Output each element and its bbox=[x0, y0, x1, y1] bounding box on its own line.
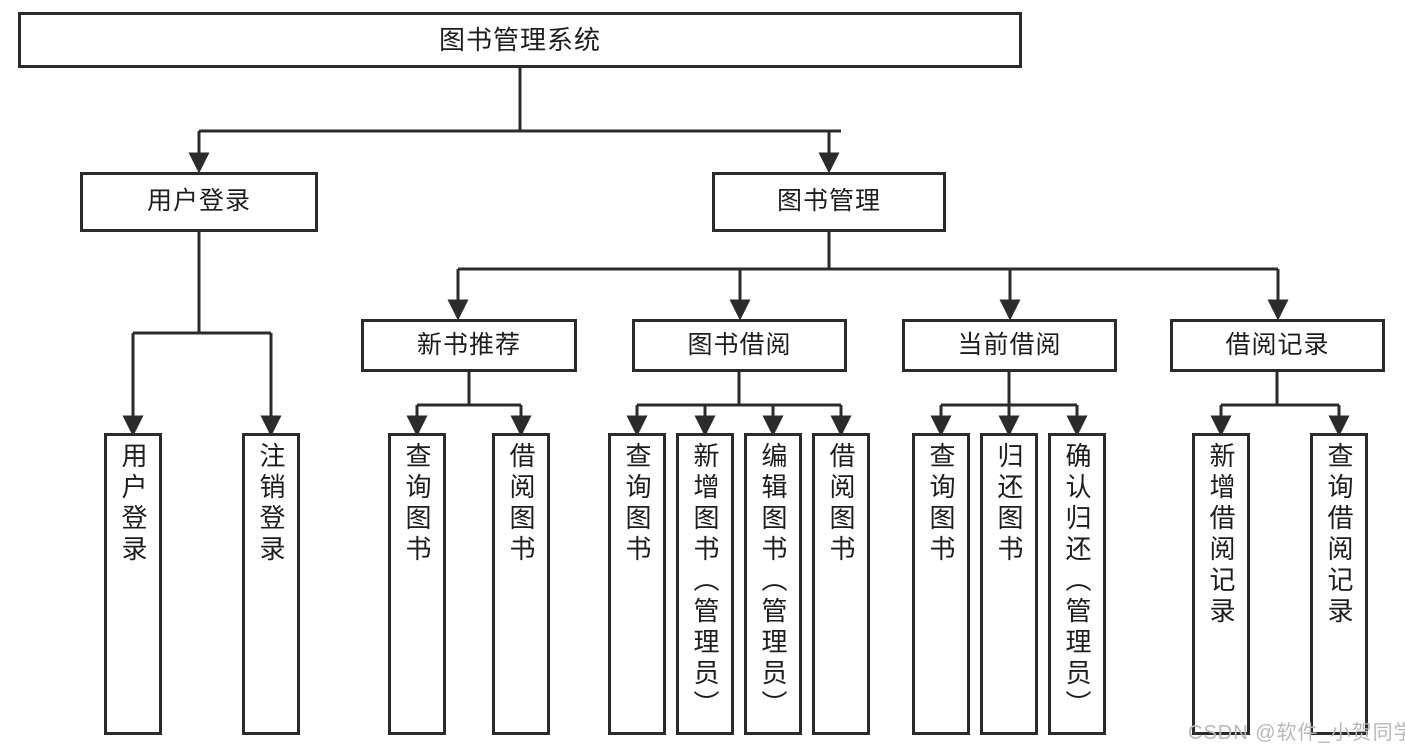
leaf-label: 用户登录 bbox=[118, 442, 148, 566]
leaf-record-add-record[interactable]: 新增借阅记录 bbox=[1192, 433, 1250, 735]
leaf-borrow-add-book-admin[interactable]: 新增图书（管理员） bbox=[676, 433, 734, 735]
leaf-label: 确认归还（管理员） bbox=[1062, 442, 1092, 721]
leaf-borrow-borrow-book[interactable]: 借阅图书 bbox=[812, 433, 870, 735]
leaf-user-login-signin[interactable]: 用户登录 bbox=[104, 433, 162, 735]
node-new-book-recommend[interactable]: 新书推荐 bbox=[361, 319, 577, 372]
leaf-borrow-query-book[interactable]: 查询图书 bbox=[608, 433, 666, 735]
leaf-borrow-edit-book-admin[interactable]: 编辑图书（管理员） bbox=[744, 433, 802, 735]
leaf-recommend-query-book[interactable]: 查询图书 bbox=[388, 433, 446, 735]
leaf-label: 新增借阅记录 bbox=[1206, 442, 1236, 628]
node-user-login[interactable]: 用户登录 bbox=[80, 172, 318, 232]
leaf-label: 查询图书 bbox=[402, 442, 432, 566]
node-book-management[interactable]: 图书管理 bbox=[712, 172, 946, 232]
leaf-label: 注销登录 bbox=[256, 442, 286, 566]
csdn-watermark: CSDN @软件_小贺同学 bbox=[1188, 722, 1405, 744]
leaf-recommend-borrow-book[interactable]: 借阅图书 bbox=[492, 433, 550, 735]
node-book-borrow[interactable]: 图书借阅 bbox=[632, 319, 847, 372]
leaf-label: 归还图书 bbox=[994, 442, 1024, 566]
node-current-borrow[interactable]: 当前借阅 bbox=[902, 319, 1117, 372]
leaf-label: 借阅图书 bbox=[506, 442, 536, 566]
leaf-record-query-record[interactable]: 查询借阅记录 bbox=[1310, 433, 1368, 735]
leaf-label: 新增图书（管理员） bbox=[690, 442, 720, 721]
node-borrow-record[interactable]: 借阅记录 bbox=[1170, 319, 1385, 372]
leaf-label: 查询借阅记录 bbox=[1324, 442, 1354, 628]
leaf-current-confirm-return-admin[interactable]: 确认归还（管理员） bbox=[1048, 433, 1106, 735]
leaf-label: 查询图书 bbox=[622, 442, 652, 566]
leaf-user-login-signout[interactable]: 注销登录 bbox=[242, 433, 300, 735]
node-root-system[interactable]: 图书管理系统 bbox=[18, 12, 1022, 68]
leaf-current-query-book[interactable]: 查询图书 bbox=[912, 433, 970, 735]
leaf-label: 编辑图书（管理员） bbox=[758, 442, 788, 721]
leaf-current-return-book[interactable]: 归还图书 bbox=[980, 433, 1038, 735]
leaf-label: 查询图书 bbox=[926, 442, 956, 566]
leaf-label: 借阅图书 bbox=[826, 442, 856, 566]
